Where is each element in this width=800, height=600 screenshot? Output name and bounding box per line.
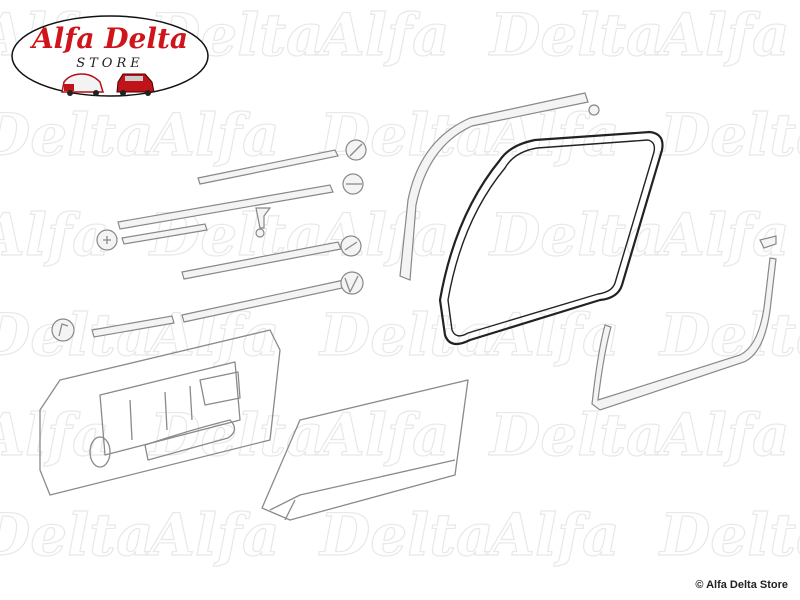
- watermark-word: Alfa: [315, 401, 450, 469]
- watermark-word: Delta: [488, 401, 664, 469]
- clip-icon-3: [96, 229, 118, 251]
- watermark-word: Delta: [0, 501, 154, 569]
- clip-icon-6: [51, 318, 75, 342]
- trim-strip-2[interactable]: [117, 184, 334, 230]
- watermark-word: Delta: [0, 101, 154, 169]
- door-inner-panel[interactable]: [39, 329, 281, 496]
- watermark-word: Delta: [658, 501, 800, 569]
- watermark-word: Alfa: [145, 101, 280, 169]
- trim-strip-1[interactable]: [197, 149, 339, 185]
- watermark-word: Delta: [658, 101, 800, 169]
- watermark-word: Delta: [318, 101, 494, 169]
- clip-icon-4: [340, 235, 362, 257]
- trim-strip-6[interactable]: [91, 315, 175, 338]
- watermark-word: Alfa: [485, 501, 620, 569]
- logo-brand: Alfa Delta: [29, 22, 188, 55]
- watermark-word: Delta: [488, 201, 664, 269]
- fastener-clip: [255, 207, 272, 238]
- trim-strip-3[interactable]: [121, 223, 208, 245]
- door-outer-skin[interactable]: [261, 379, 469, 521]
- sill-seal[interactable]: [591, 235, 777, 411]
- door-seal[interactable]: [438, 130, 664, 346]
- white-race-car-icon: [61, 73, 105, 96]
- watermark-word: Alfa: [655, 401, 790, 469]
- trim-strip-4[interactable]: [181, 241, 342, 280]
- trim-strip-5[interactable]: [181, 279, 348, 323]
- watermark-word: Delta: [0, 301, 154, 369]
- clip-icon-5: [340, 271, 364, 295]
- watermark-word: Alfa: [655, 1, 790, 69]
- watermark-word: Alfa: [0, 401, 110, 469]
- alfa-delta-store-logo[interactable]: Alfa Delta STORE: [10, 12, 210, 100]
- watermark-word: Alfa: [145, 501, 280, 569]
- watermark-word: Alfa: [315, 201, 450, 269]
- logo-subtitle: STORE: [76, 56, 144, 71]
- watermark-word: Delta: [318, 501, 494, 569]
- window-frame-channel[interactable]: [399, 92, 600, 281]
- clip-icon-1: [345, 139, 367, 161]
- watermark-word: Delta: [488, 1, 664, 69]
- clip-icon-2: [342, 173, 364, 195]
- red-race-car-icon: [116, 73, 155, 96]
- watermark-word: Alfa: [0, 201, 110, 269]
- watermark-word: Alfa: [655, 201, 790, 269]
- watermark-word: Alfa: [315, 1, 450, 69]
- copyright-notice: © Alfa Delta Store: [695, 579, 788, 591]
